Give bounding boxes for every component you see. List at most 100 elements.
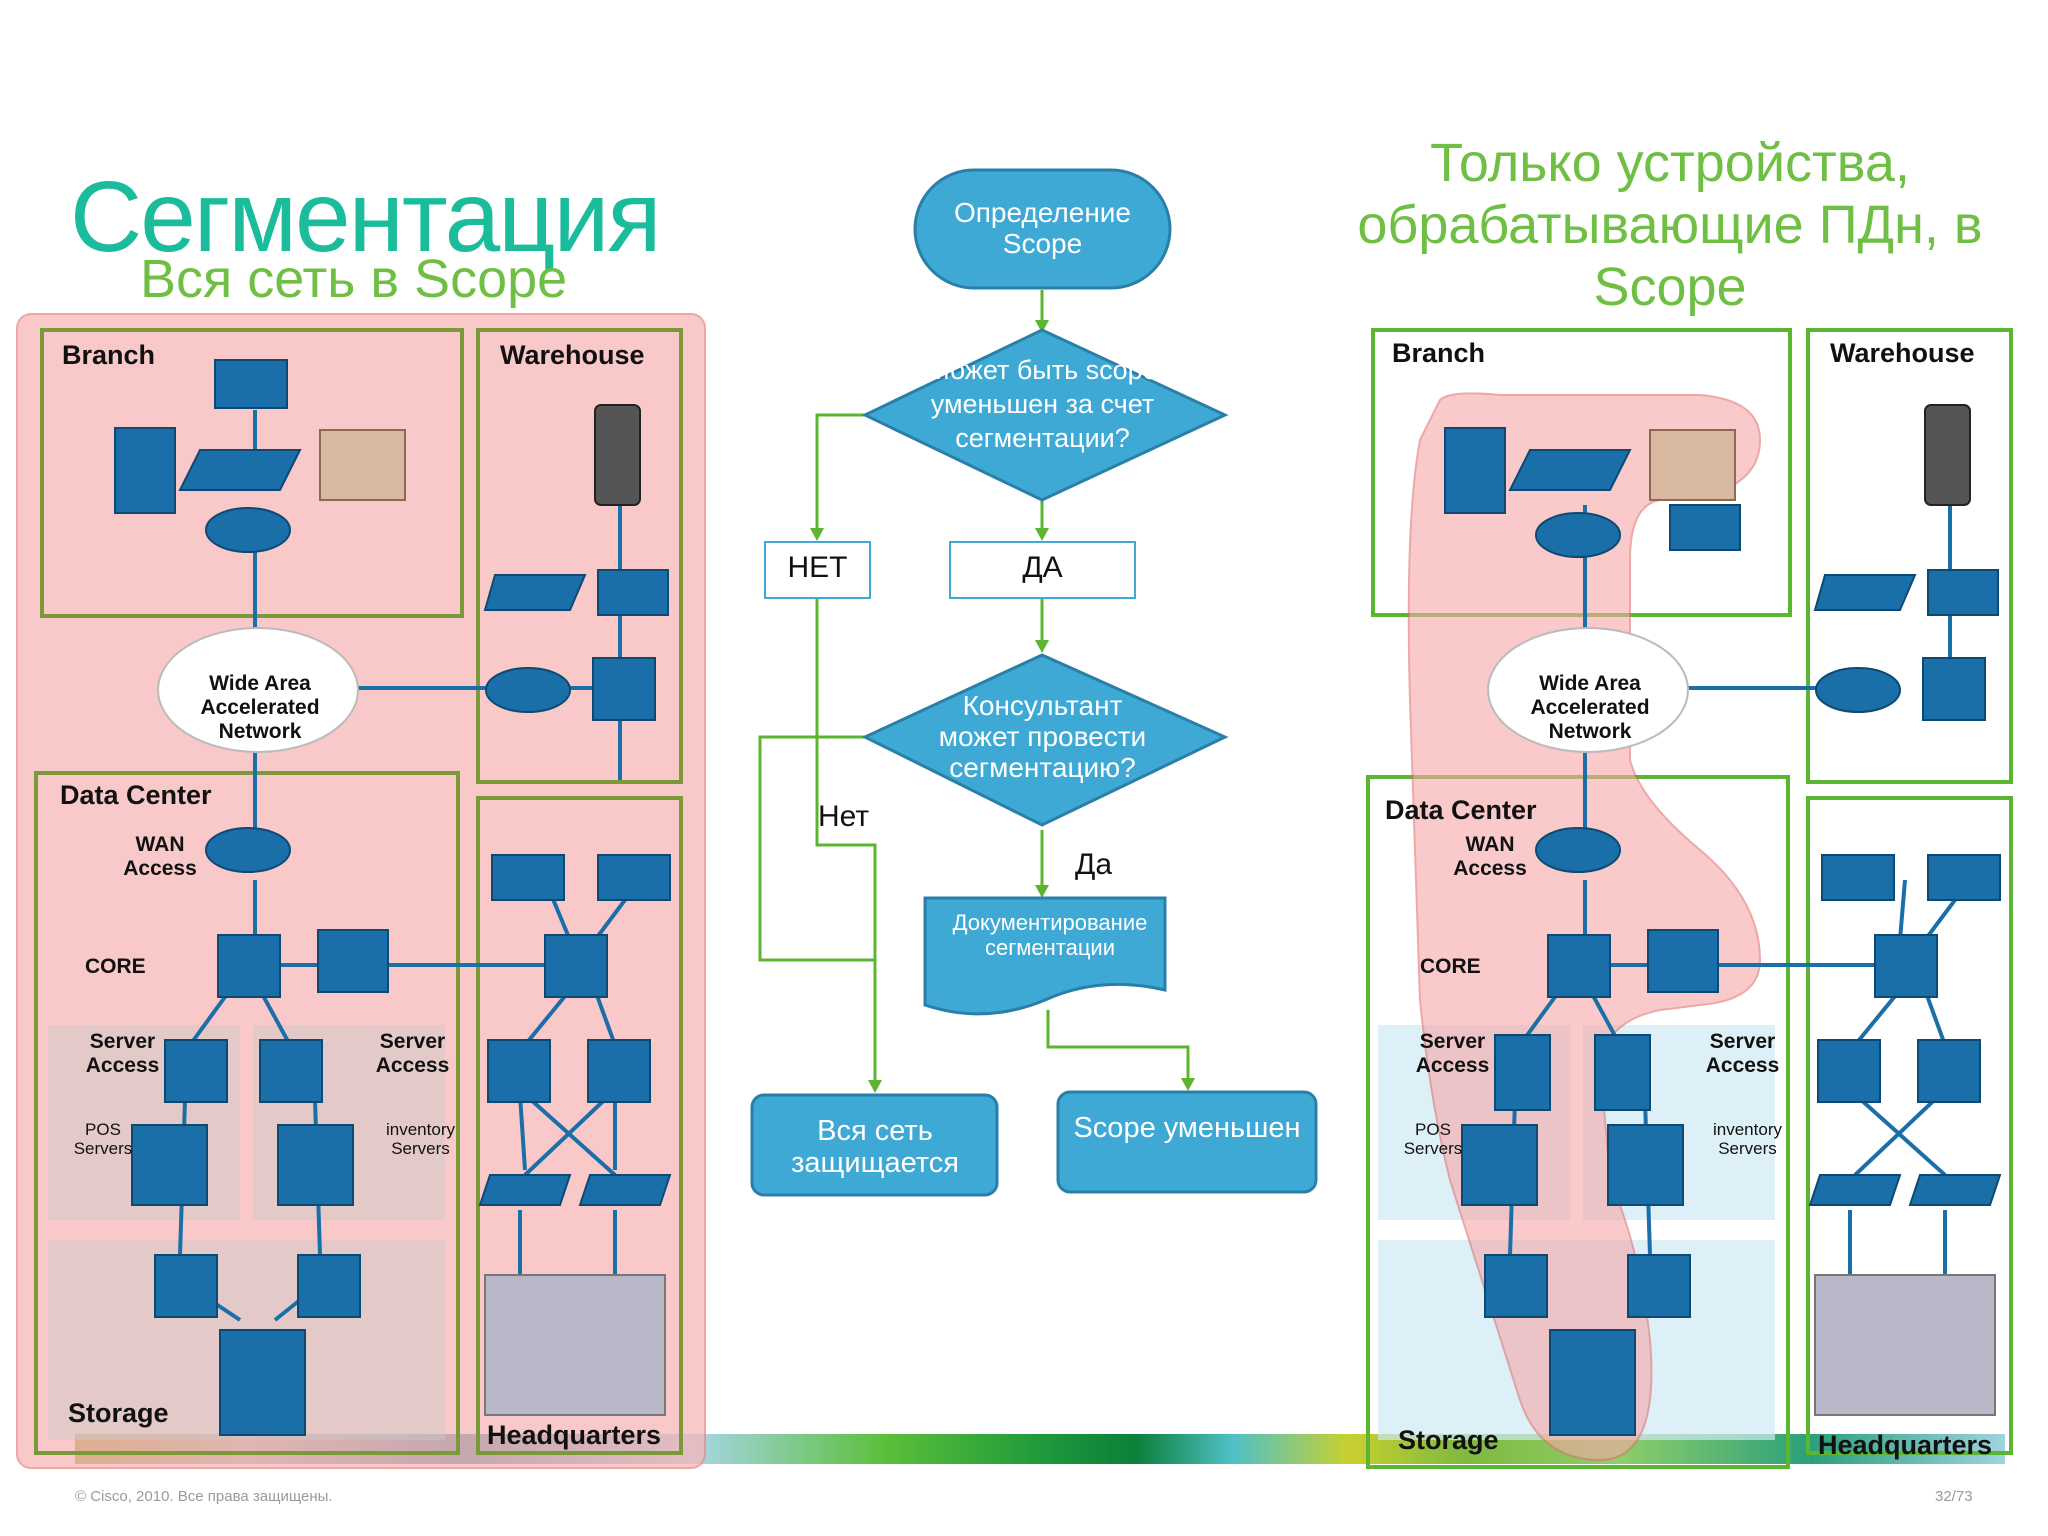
right-hq-dist-switch-2-icon: [1917, 1039, 1981, 1103]
flow-decision2-text: Консультант может провести сегментацию?: [938, 690, 1147, 783]
left-warehouse-ips-icon: [597, 569, 669, 616]
right-storage-label: Storage: [1398, 1425, 1499, 1455]
right-wan-cloud-label: Wide Area Accelerated Network: [1530, 672, 1650, 743]
right-hq-access-switch-1-icon: [1808, 1174, 1902, 1206]
left-server-access-2-label: Server Access: [375, 1030, 450, 1077]
left-warehouse-l3switch-icon: [592, 657, 656, 721]
left-storage-switch-2-icon: [297, 1254, 361, 1318]
right-server-access-switch-1-icon: [1494, 1034, 1551, 1111]
left-branch-server-icon: [114, 427, 176, 514]
right-core-label: CORE: [1420, 955, 1481, 978]
right-hq-zone: [1806, 796, 2013, 1455]
right-hq-ips-1-icon: [1821, 854, 1895, 901]
right-warehouse-zone: [1806, 328, 2013, 784]
flowchart-arrowheads: [810, 320, 1195, 1093]
right-warehouse-switch-icon: [1813, 574, 1917, 611]
flow-no1-shape: [764, 541, 871, 599]
right-hq-core-switch-icon: [1874, 934, 1938, 998]
left-hq-ips-2-icon: [597, 854, 671, 901]
flow-start-text: Определение Scope: [953, 197, 1132, 259]
flow-end-all-text: Вся сеть защищается: [791, 1115, 959, 1179]
left-hq-dist-switch-1-icon: [487, 1039, 551, 1103]
left-warehouse-switch-icon: [483, 574, 587, 611]
left-hq-zone: [476, 796, 683, 1455]
right-warehouse-ips-icon: [1927, 569, 1999, 616]
flow-decision2-shape: [861, 653, 1229, 827]
right-datacenter-label: Data Center: [1385, 795, 1537, 825]
left-server-access-switch-1-icon: [164, 1039, 228, 1103]
flow-yes1-text: ДА: [1022, 551, 1063, 584]
left-datacenter-zone: [34, 771, 460, 1455]
right-server-access-2-label: Server Access: [1705, 1030, 1780, 1077]
flow-yes1-shape: [949, 541, 1136, 599]
left-branch-ips-icon: [214, 359, 288, 409]
page-subtitle: Вся сеть в Scope: [140, 249, 568, 309]
right-branch-router-icon: [1535, 512, 1621, 558]
right-pos-servers-label: POS Servers: [1403, 1120, 1463, 1158]
left-branch-router-icon: [205, 507, 291, 553]
right-branch-pos-terminal-icon: [1649, 429, 1736, 501]
right-warehouse-router-icon: [1815, 667, 1901, 713]
left-datacenter-label: Data Center: [60, 780, 212, 810]
left-storage-switch-1-icon: [154, 1254, 218, 1318]
left-hq-label: Headquarters: [487, 1420, 662, 1450]
right-branch-ips-icon: [1669, 504, 1741, 551]
left-wan-cloud-icon: [157, 627, 359, 753]
right-wan-router-icon: [1535, 827, 1621, 873]
right-hq-label: Headquarters: [1818, 1430, 1993, 1460]
right-warehouse-label: Warehouse: [1830, 338, 1975, 368]
left-warehouse-label: Warehouse: [500, 340, 645, 370]
flow-end-reduced-text: Scope уменьшен: [1073, 1112, 1301, 1144]
right-pos-servers-icon: [1461, 1124, 1538, 1206]
right-wan-access-label: WAN Access: [1453, 833, 1527, 880]
left-storage-label: Storage: [68, 1398, 169, 1428]
left-pos-servers-icon: [131, 1124, 208, 1206]
right-warehouse-handheld-icon: [1924, 404, 1971, 506]
right-wan-cloud-icon: [1487, 627, 1689, 753]
right-firewall-icon: [1647, 929, 1719, 993]
right-storage-array-icon: [1549, 1329, 1636, 1436]
right-inventory-servers-icon: [1607, 1124, 1684, 1206]
left-devices: [114, 359, 672, 1436]
left-storage-array-icon: [219, 1329, 306, 1436]
flow-document-shape: [923, 896, 1167, 1016]
right-core-switch-icon: [1547, 934, 1611, 998]
flow-decision1-text: Может быть scope уменьшен за счет сегмен…: [927, 355, 1158, 453]
right-storage-switch-2-icon: [1627, 1254, 1691, 1318]
flow-no1-text: НЕТ: [787, 551, 848, 584]
footer-copyright: © Cisco, 2010. Все права защищены.: [75, 1488, 333, 1505]
flow-end-reduced-shape: [1056, 1090, 1318, 1194]
left-warehouse-router-icon: [485, 667, 571, 713]
left-pos-servers-label: POS Servers: [73, 1120, 133, 1158]
right-branch-switch-icon: [1508, 449, 1632, 491]
left-branch-zone: [40, 328, 464, 618]
left-server-access-switch-2-icon: [259, 1039, 323, 1103]
left-branch-pos-terminal-icon: [319, 429, 406, 501]
flow-decision1-shape: [861, 328, 1229, 502]
left-wan-access-label: WAN Access: [123, 833, 197, 880]
right-storage-switch-1-icon: [1484, 1254, 1548, 1318]
right-warehouse-l3switch-icon: [1922, 657, 1986, 721]
flow-yes2-text: Да: [1075, 848, 1113, 881]
right-branch-label: Branch: [1392, 338, 1486, 368]
flow-document-text: Документирование сегментации: [952, 910, 1148, 960]
left-firewall-icon: [317, 929, 389, 993]
right-server-access-1-label: Server Access: [1415, 1030, 1490, 1077]
left-inventory-servers-icon: [277, 1124, 354, 1206]
flow-end-all-shape: [750, 1093, 999, 1197]
left-hq-ips-1-icon: [491, 854, 565, 901]
right-devices: [1444, 404, 2002, 1436]
right-hq-ips-2-icon: [1927, 854, 2001, 901]
right-hq-workstations-icon: [1814, 1274, 1996, 1416]
right-server-access-switch-2-icon: [1594, 1034, 1651, 1111]
left-core-switch-icon: [217, 934, 281, 998]
left-branch-label: Branch: [62, 340, 156, 370]
left-hq-core-switch-icon: [544, 934, 608, 998]
left-hq-workstations-icon: [484, 1274, 666, 1416]
left-branch-switch-icon: [178, 449, 302, 491]
left-inventory-servers-label: inventory Servers: [386, 1120, 455, 1158]
left-core-label: CORE: [85, 955, 146, 978]
page-title: Сегментация: [70, 161, 661, 273]
footer-page-number: 32/73: [1935, 1488, 1973, 1505]
